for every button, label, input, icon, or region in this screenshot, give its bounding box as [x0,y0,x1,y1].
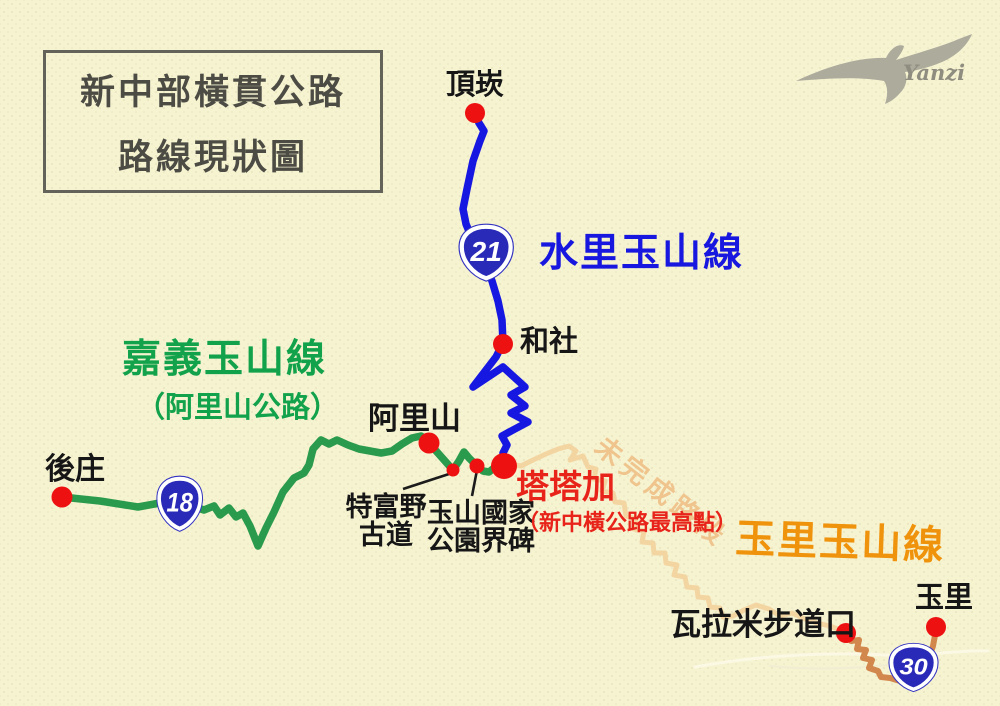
shield-21-number: 21 [470,236,502,267]
label-yushan-line2: 公園界碑 [427,526,535,557]
label-walami-trailhead: 瓦拉米步道口 [670,607,856,642]
label-yuli-line: 玉里玉山線 [734,517,946,569]
label-tefuye-line1: 特富野 [345,492,427,522]
label-tefuye-line2: 古道 [359,520,413,551]
map-title-box: 新中部橫貫公路 路線現狀圖 [43,50,383,193]
label-dingkan: 頂崁 [446,69,505,101]
marker-heshe [493,334,513,354]
route-shuili-line [459,109,532,468]
marker-yuli-town [926,617,946,637]
label-chiayi-line-sub: （阿里山公路） [136,392,340,424]
marker-houzhuang [51,486,73,508]
route-shield-21: 21 [458,223,514,282]
marker-walami [836,623,856,643]
shield-18-number: 18 [167,488,193,518]
pointer-line-yushan-marker [470,469,479,497]
label-shuili-line: 水里玉山線 [539,232,745,275]
watermark-signature: Yanzi [903,60,966,85]
terrain-wave [769,662,906,670]
route-chiayi-line [58,432,508,550]
marker-yushan-boundary [469,458,485,474]
label-heshe: 和社 [520,326,579,358]
label-tataka-note: （新中橫公路最高點） [517,510,738,535]
route-unfinished-line [507,443,848,635]
label-tefuye-trail: 特富野 古道 [345,493,427,550]
bird-logo-icon [796,34,972,104]
map-title-line1: 新中部橫貫公路 [79,72,346,112]
marker-dingkan [465,103,485,123]
route-shield-30: 30 [888,642,939,693]
label-yushan-park-boundary: 玉山國家 公園界碑 [426,499,536,556]
shield-30-number: 30 [899,654,928,680]
label-alishan: 阿里山 [368,401,461,436]
marker-tataka [491,453,517,479]
label-tataka: 塔塔加 [516,468,615,505]
route-shield-18: 18 [156,475,204,532]
label-yuli-town: 玉里 [915,582,974,614]
label-yushan-line1: 玉山國家 [427,498,535,528]
label-chiayi-line: 嘉義玉山線 [122,338,328,381]
pointer-line-tefuye [402,472,450,491]
map-title-line2: 路線現狀圖 [117,137,308,177]
label-houzhuang: 後庄 [45,453,105,486]
terrain-wave [693,649,990,669]
marker-tefuye [446,463,460,477]
marker-alishan [418,432,440,454]
